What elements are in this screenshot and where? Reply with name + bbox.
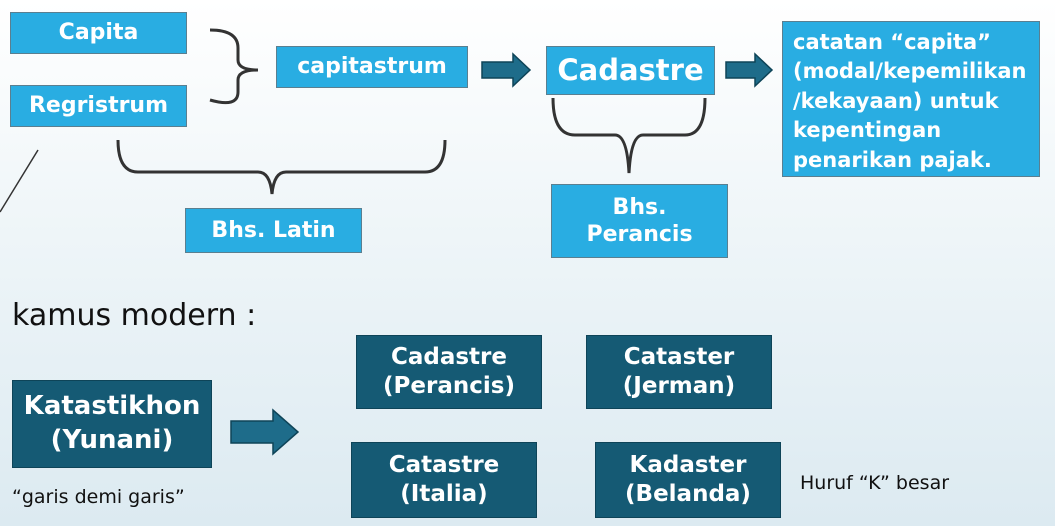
variant-word: Kadaster bbox=[629, 452, 747, 479]
modern-heading: kamus modern : bbox=[12, 298, 257, 333]
arrow-cadastre-to-definition bbox=[725, 52, 774, 88]
diagonal-line bbox=[0, 149, 39, 213]
variant-language: (Italia) bbox=[400, 481, 488, 507]
variant-box: Cadastre (Perancis) bbox=[356, 335, 542, 409]
arrow-capitastrum-to-cadastre bbox=[481, 52, 532, 88]
french-label-line1: Bhs. bbox=[612, 194, 667, 220]
origin-language: (Yunani) bbox=[50, 425, 174, 455]
french-box: Bhs. Perancis bbox=[551, 184, 728, 258]
cadastre-label: Cadastre bbox=[557, 53, 704, 88]
capitastrum-box: capitastrum bbox=[276, 46, 468, 88]
cadastre-box: Cadastre bbox=[546, 46, 715, 95]
variant-language: (Perancis) bbox=[383, 373, 515, 399]
variant-box: Cataster (Jerman) bbox=[586, 335, 772, 409]
capital-k-note: Huruf “K” besar bbox=[800, 472, 950, 494]
variant-word: Cadastre bbox=[390, 344, 507, 371]
bracket-latin bbox=[116, 139, 447, 195]
arrow-katastikhon bbox=[230, 408, 300, 456]
regristrum-box: Regristrum bbox=[10, 85, 187, 127]
origin-word: Katastikhon bbox=[23, 391, 201, 422]
capita-box: Capita bbox=[10, 12, 187, 54]
katastikhon-box: Katastikhon (Yunani) bbox=[12, 380, 212, 468]
capita-label: Capita bbox=[58, 20, 139, 46]
curly-brace-capita-regristrum bbox=[209, 28, 259, 105]
definition-text: catatan “capita” (modal/kepemilikan /kek… bbox=[793, 30, 1027, 172]
bracket-perancis bbox=[551, 97, 707, 174]
variant-language: (Jerman) bbox=[622, 373, 736, 399]
french-label-line2: Perancis bbox=[586, 222, 693, 247]
origin-meaning: “garis demi garis” bbox=[12, 486, 185, 508]
variant-word: Catastre bbox=[388, 452, 500, 479]
variant-box: Catastre (Italia) bbox=[351, 442, 537, 518]
latin-box: Bhs. Latin bbox=[185, 208, 362, 253]
definition-box: catatan “capita” (modal/kepemilikan /kek… bbox=[782, 21, 1040, 177]
variant-box: Kadaster (Belanda) bbox=[595, 442, 781, 518]
capitastrum-label: capitastrum bbox=[297, 54, 447, 80]
regristrum-label: Regristrum bbox=[28, 93, 169, 119]
latin-label: Bhs. Latin bbox=[211, 217, 336, 243]
variant-word: Cataster bbox=[623, 344, 735, 371]
variant-language: (Belanda) bbox=[625, 481, 751, 507]
